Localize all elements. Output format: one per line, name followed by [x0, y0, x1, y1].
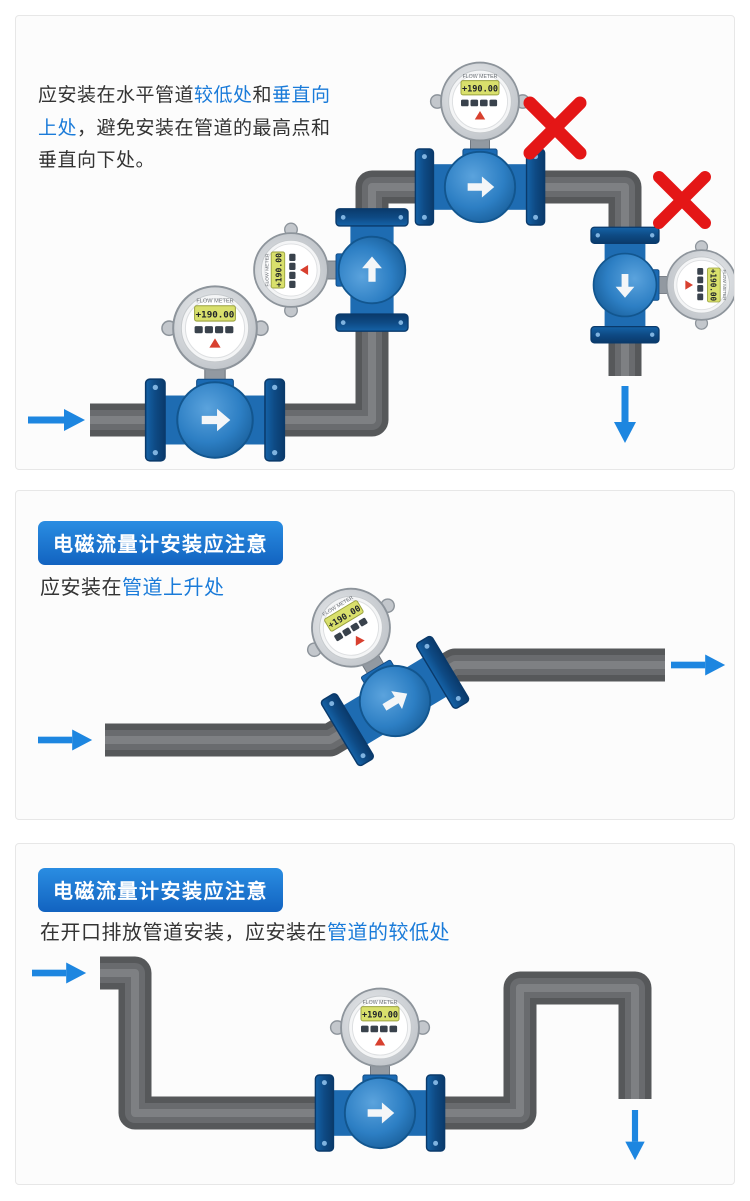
- flow-arrow-down-icon: [614, 386, 636, 443]
- notice-badge: 电磁流量计安装应注意: [38, 521, 283, 565]
- error-cross-icon: [659, 177, 705, 223]
- flow-meter-vertical-down-wrong: [590, 226, 734, 344]
- text-segment: 应安装在: [40, 577, 122, 599]
- panel-horizontal-installation: 应安装在水平管道较低处和垂直向上处，避免安装在管道的最高点和垂直向下处。: [15, 15, 735, 470]
- flow-meter-vertical-up-correct: [253, 207, 409, 333]
- text-segment-highlight: 较低处: [194, 85, 253, 106]
- pipe-diagram-horizontal: [28, 61, 734, 462]
- flow-meter-high-point-wrong: [414, 61, 546, 226]
- panel-rising-pipe-installation: 电磁流量计安装应注意 应安装在管道上升处: [15, 490, 735, 820]
- flow-arrow-in-icon: [28, 409, 85, 431]
- pipe: [100, 956, 652, 1130]
- panel2-description: 应安装在管道上升处: [40, 571, 225, 600]
- text-segment: ，避免安装在管道的最高点和垂直向下处。: [38, 117, 331, 172]
- notice-badge: 电磁流量计安装应注意: [38, 868, 283, 912]
- text-segment-highlight: 管道的较低处: [327, 922, 450, 944]
- text-segment: 和: [252, 85, 273, 106]
- flow-arrow-in-icon: [38, 729, 93, 751]
- error-cross-icon: [530, 103, 580, 153]
- panel3-description: 在开口排放管道安装，应安装在管道的较低处: [40, 916, 450, 945]
- text-segment: 在开口排放管道安装，应安装在: [40, 922, 327, 944]
- panel1-description: 应安装在水平管道较低处和垂直向上处，避免安装在管道的最高点和垂直向下处。: [38, 80, 348, 178]
- text-segment-highlight: 管道上升处: [122, 577, 225, 599]
- flow-arrow-out-icon: [671, 654, 726, 676]
- text-segment: 应安装在水平管道: [38, 85, 195, 106]
- pipe-diagram-open-discharge: [32, 956, 652, 1161]
- flow-arrow-down-icon: [625, 1110, 645, 1161]
- pipe-diagram-rising: [38, 560, 726, 768]
- panel-open-discharge-installation: 电磁流量计安装应注意 在开口排放管道安装，应安装在管道的较低处: [15, 843, 735, 1185]
- flow-meter-low-point-correct: [144, 285, 286, 462]
- flow-arrow-in-icon: [32, 962, 87, 984]
- flow-meter-low-point-correct: [314, 987, 446, 1152]
- text-segment-highlight: 垂直向上处: [38, 85, 331, 139]
